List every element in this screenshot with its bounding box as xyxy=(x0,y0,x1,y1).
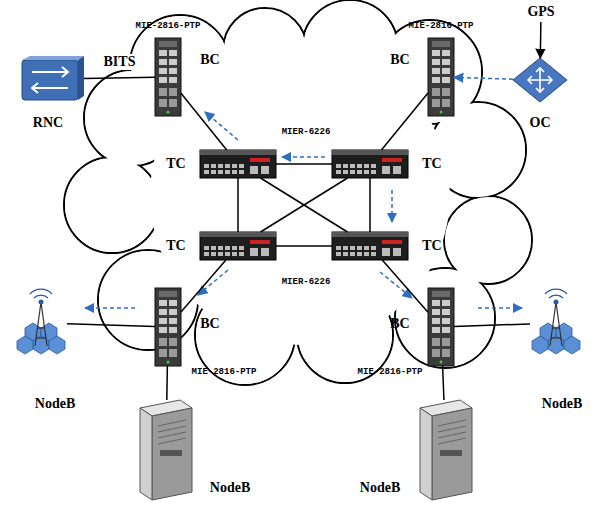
node-label: BC xyxy=(390,52,409,68)
link-line xyxy=(181,93,227,150)
nodeb-tower: NodeB xyxy=(530,288,582,358)
node-label: NodeB xyxy=(542,396,582,412)
bc-device: MIE-2816-PTPBC xyxy=(155,38,181,116)
link-line xyxy=(261,178,348,232)
link-line xyxy=(181,260,226,312)
switch-node: RNC xyxy=(18,56,84,102)
node-label: TC xyxy=(166,238,185,254)
node-label: OC xyxy=(530,115,551,131)
node-label: NodeB xyxy=(210,480,250,496)
node-label: BC xyxy=(390,316,409,332)
node-label: BC xyxy=(200,52,219,68)
node-label: TC xyxy=(166,156,185,172)
nodeb-tower: NodeB xyxy=(15,288,67,358)
tc-device: TC xyxy=(200,232,276,260)
model-label: MIE-2816-PTP xyxy=(192,367,257,377)
link-line xyxy=(454,324,530,327)
link-line xyxy=(369,178,371,232)
gps-source: GPS xyxy=(522,2,560,22)
model-label: MIE-2816-PTP xyxy=(409,21,474,31)
link-line xyxy=(276,163,332,165)
model-label: MIE-2816-PTP xyxy=(136,21,201,31)
link-line xyxy=(261,178,348,232)
link-line xyxy=(276,245,332,247)
bc-device: BCMIE-2816-PTP xyxy=(155,288,181,366)
link-line xyxy=(381,93,428,150)
link-line xyxy=(84,77,155,78)
node-label: RNC xyxy=(33,115,63,131)
oc-router: OC xyxy=(513,58,567,102)
nodeb-server: NodeB xyxy=(140,400,192,500)
link-line xyxy=(443,366,444,400)
node-label: TC xyxy=(422,156,441,172)
bc-device: MIE-2816-PTPBC xyxy=(428,38,454,116)
tc-device: TC xyxy=(332,150,408,178)
model-label: MIER-6226 xyxy=(281,277,332,287)
node-label: GPS xyxy=(527,4,554,20)
link-line xyxy=(166,366,168,400)
link-line xyxy=(454,77,513,79)
node-label: TC xyxy=(422,238,441,254)
node-label: BC xyxy=(200,316,219,332)
node-label: NodeB xyxy=(35,396,75,412)
model-label: MIER-6226 xyxy=(281,127,332,137)
link-line xyxy=(540,22,542,58)
node-label: NodeB xyxy=(360,480,400,496)
bc-device: BCMIE-2816-PTP xyxy=(428,288,454,366)
edge-label: BITS xyxy=(103,54,137,70)
link-line xyxy=(67,324,155,327)
tc-device: TC xyxy=(332,232,408,260)
link-line xyxy=(237,178,239,232)
link-line xyxy=(382,260,428,312)
tc-device: TC xyxy=(200,150,276,178)
nodeb-server: NodeB xyxy=(420,400,472,500)
model-label: MIE-2816-PTP xyxy=(358,367,423,377)
